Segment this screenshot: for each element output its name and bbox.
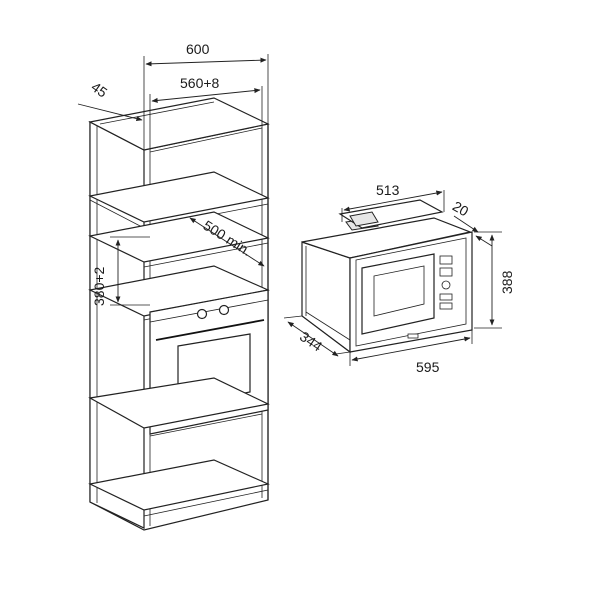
- microwave-window: [373, 265, 425, 317]
- dim-label-cabinet-width: 600: [186, 41, 210, 57]
- dim-line-microwave-depth: [343, 190, 443, 212]
- dim-label-cabinet-inner-width: 560+8: [180, 75, 220, 91]
- shelf-bottom: [88, 459, 270, 511]
- cabinet-left-side: [89, 121, 145, 529]
- microwave-dial-icon: [441, 280, 451, 290]
- tall-cabinet: [88, 97, 270, 531]
- dim-label-depth-offset: 45: [88, 78, 110, 100]
- microwave-button-1: [439, 267, 453, 277]
- shelf-lower: [88, 377, 270, 429]
- dim-line-cabinet-inner-width: [151, 88, 261, 103]
- oven-knob-right-icon: [218, 304, 230, 316]
- dim-line-microwave-width: [351, 336, 471, 362]
- oven-control-panel: [149, 289, 269, 323]
- built-in-microwave: [301, 199, 473, 354]
- dim-line-front-thickness-a: [453, 215, 479, 233]
- dim-line-depth-offset: [77, 103, 143, 122]
- microwave-button-2: [439, 293, 453, 301]
- shelf-top: [88, 171, 270, 223]
- dim-line-front-thickness-b: [475, 235, 493, 247]
- microwave-display: [439, 255, 453, 265]
- microwave-button-3: [439, 302, 453, 310]
- oven-knob-left-icon: [196, 308, 208, 320]
- dim-label-microwave-depth: 513: [376, 182, 400, 198]
- dim-label-niche-height: 380+2: [91, 266, 107, 306]
- dim-label-microwave-side-depth: 344: [297, 328, 325, 354]
- microwave-logo: [407, 333, 419, 339]
- dim-line-microwave-side-depth: [287, 321, 339, 357]
- dim-label-microwave-width: 595: [416, 359, 440, 375]
- dim-label-front-thickness: 20: [450, 198, 472, 220]
- dim-line-cabinet-width: [145, 57, 267, 67]
- dim-label-microwave-height: 388: [499, 270, 515, 294]
- dim-line-niche-depth: [189, 217, 265, 267]
- oven-handle: [155, 319, 265, 341]
